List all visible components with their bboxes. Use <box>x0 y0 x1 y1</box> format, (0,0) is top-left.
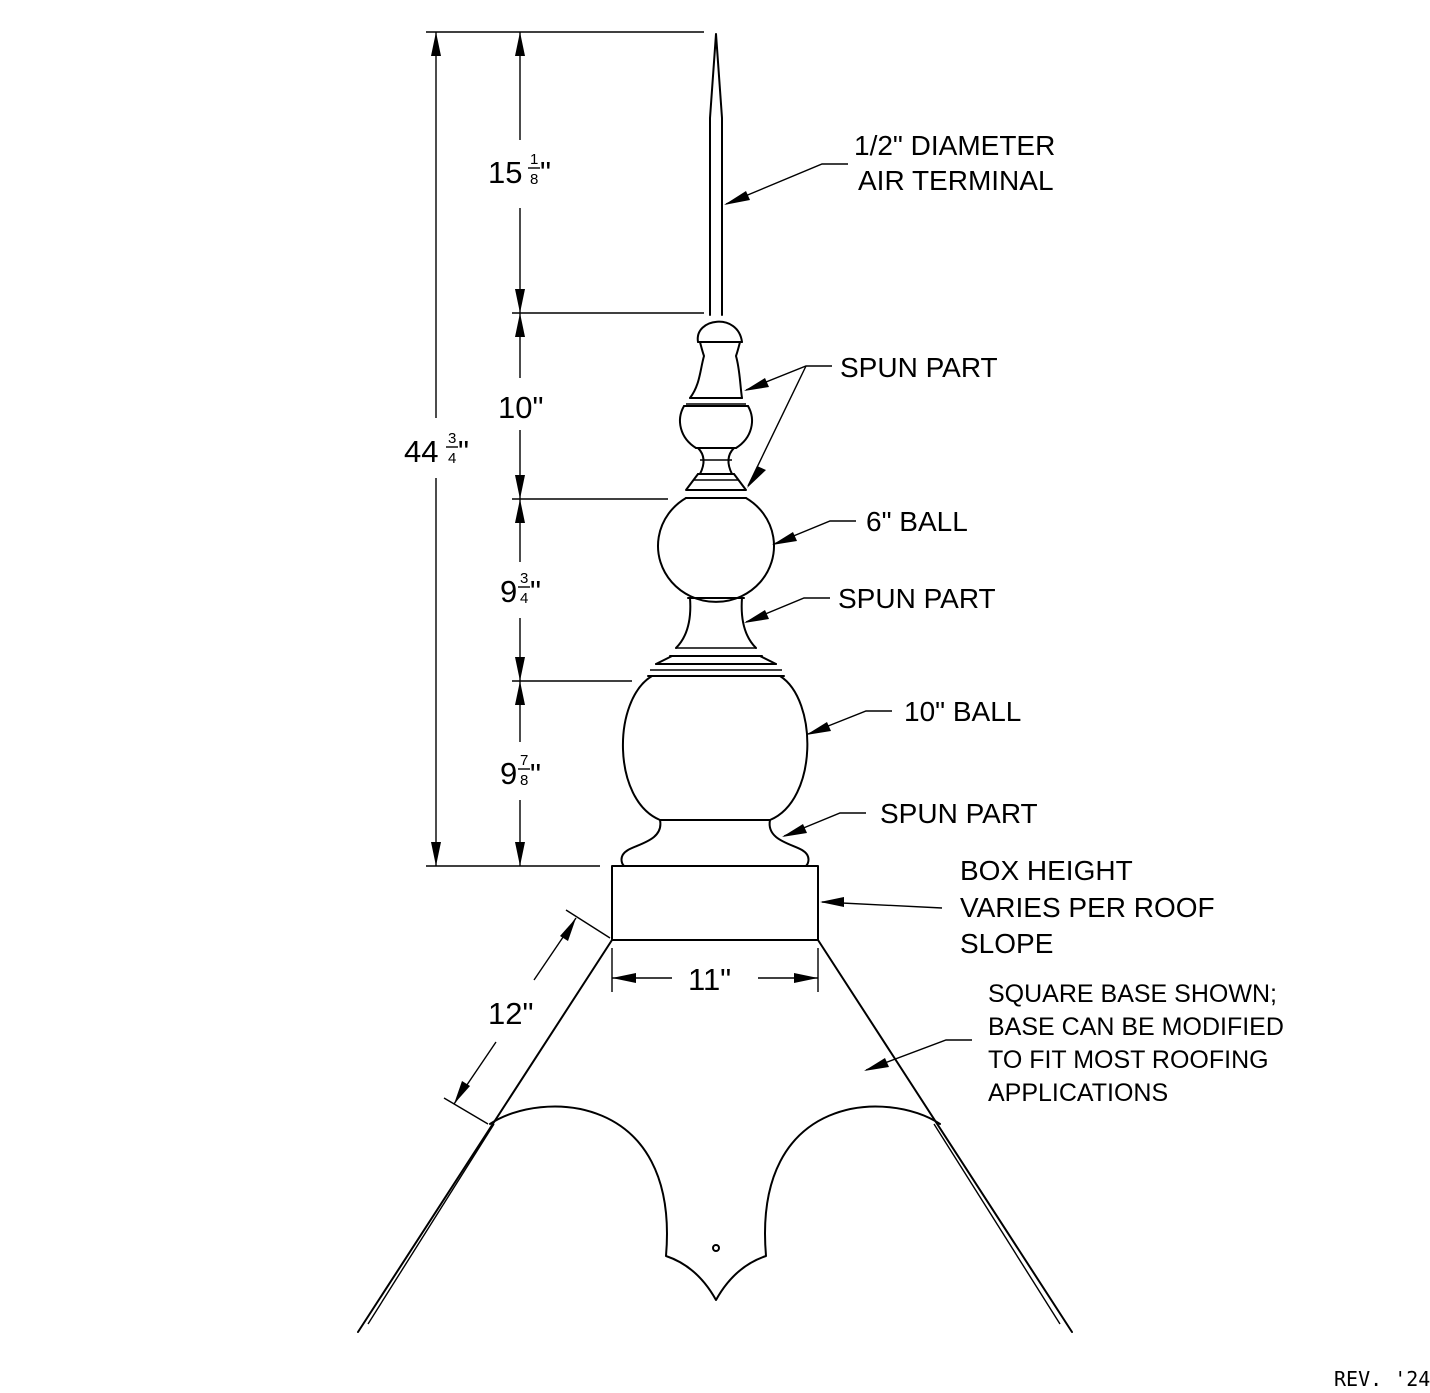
dim-middle: 9 3 4 " <box>500 570 541 609</box>
six-inch-ball <box>657 497 775 603</box>
upper-spun-part <box>679 320 753 491</box>
dim-upper: 10" <box>498 390 544 425</box>
dim-overall-num: 3 <box>448 430 456 447</box>
air-terminal-label-line2: AIR TERMINAL <box>858 165 1054 196</box>
dim-middle-whole: 9 <box>500 574 517 609</box>
spun-part-middle-label: SPUN PART <box>838 583 996 614</box>
dim-overall: 44 3 4 " <box>404 430 469 469</box>
dim-terminal: 15 1 8 " <box>488 151 551 190</box>
base-note-line2: BASE CAN BE MODIFIED <box>988 1013 1284 1041</box>
roof-base <box>357 939 1073 1333</box>
dim-middle-den: 4 <box>520 590 528 607</box>
lower-spun-part <box>620 819 811 867</box>
base-box <box>611 865 819 941</box>
dim-lower-num: 7 <box>520 752 528 769</box>
dimension-lines <box>426 31 819 1125</box>
dim-terminal-unit: " <box>540 155 551 190</box>
dim-lower-whole: 9 <box>500 756 517 791</box>
base-note-line1: SQUARE BASE SHOWN; <box>988 980 1277 1008</box>
ten-inch-ball <box>621 675 809 821</box>
dim-overall-unit: " <box>458 434 469 469</box>
dim-lower: 9 7 8 " <box>500 752 541 792</box>
air-terminal-rod <box>709 33 723 316</box>
middle-spun-part <box>647 597 785 677</box>
revision-label: REV. '24 <box>1334 1367 1430 1391</box>
box-height-label-line3: SLOPE <box>960 928 1053 959</box>
dim-slope-length: 12" <box>488 996 534 1031</box>
dim-lower-den: 8 <box>520 772 528 789</box>
dim-overall-den: 4 <box>448 450 456 467</box>
dim-middle-num: 3 <box>520 570 528 587</box>
dim-middle-unit: " <box>530 574 541 609</box>
box-height-label-line2: VARIES PER ROOF <box>960 892 1215 923</box>
dim-terminal-den: 8 <box>530 171 538 188</box>
dim-lower-unit: " <box>530 757 541 792</box>
base-note-line4: APPLICATIONS <box>988 1079 1168 1107</box>
spun-part-upper-label: SPUN PART <box>840 352 998 383</box>
air-terminal-label-line1: 1/2" DIAMETER <box>854 130 1055 161</box>
dim-overall-whole: 44 <box>404 434 438 469</box>
dim-terminal-whole: 15 <box>488 155 522 190</box>
ten-inch-ball-label: 10" BALL <box>904 696 1021 727</box>
dim-base-width: 11" <box>688 962 731 997</box>
box-height-label-line1: BOX HEIGHT <box>960 855 1133 886</box>
spun-part-lower-label: SPUN PART <box>880 798 1038 829</box>
six-inch-ball-label: 6" BALL <box>866 506 968 537</box>
base-note-line3: TO FIT MOST ROOFING <box>988 1046 1269 1074</box>
dim-terminal-num: 1 <box>530 151 538 168</box>
leader-lines <box>724 163 972 1071</box>
